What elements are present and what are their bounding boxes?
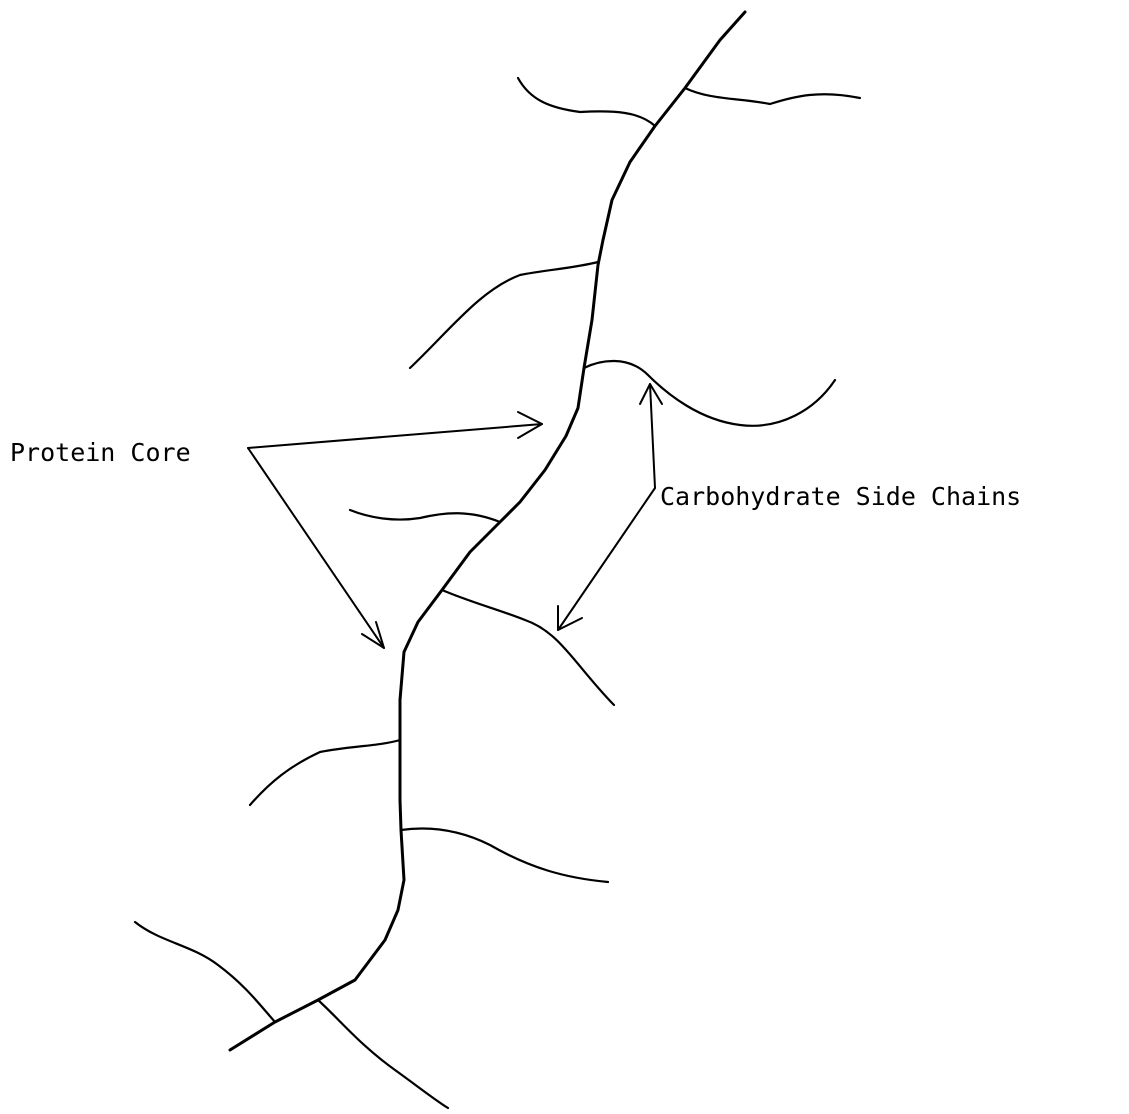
carbohydrate-arrow-upper bbox=[650, 384, 655, 488]
protein-core-arrow-lower bbox=[248, 448, 384, 648]
side-chain-3 bbox=[410, 262, 598, 368]
side-chain-8 bbox=[401, 829, 608, 882]
protein-core-arrow-upper bbox=[248, 424, 542, 448]
carbohydrate-arrow-lower bbox=[558, 488, 655, 630]
side-chain-5 bbox=[350, 510, 500, 522]
side-chain-9 bbox=[135, 922, 275, 1022]
side-chain-7 bbox=[250, 740, 400, 805]
side-chain-6 bbox=[442, 590, 614, 705]
carbohydrate-side-chains-label: Carbohydrate Side Chains bbox=[660, 484, 1021, 509]
side-chain-4 bbox=[584, 361, 835, 426]
protein-core-label: Protein Core bbox=[10, 440, 191, 465]
side-chain-2 bbox=[685, 88, 860, 104]
side-chain-10 bbox=[318, 1000, 448, 1108]
side-chain-1 bbox=[518, 78, 655, 126]
protein-core-strand bbox=[230, 12, 745, 1050]
